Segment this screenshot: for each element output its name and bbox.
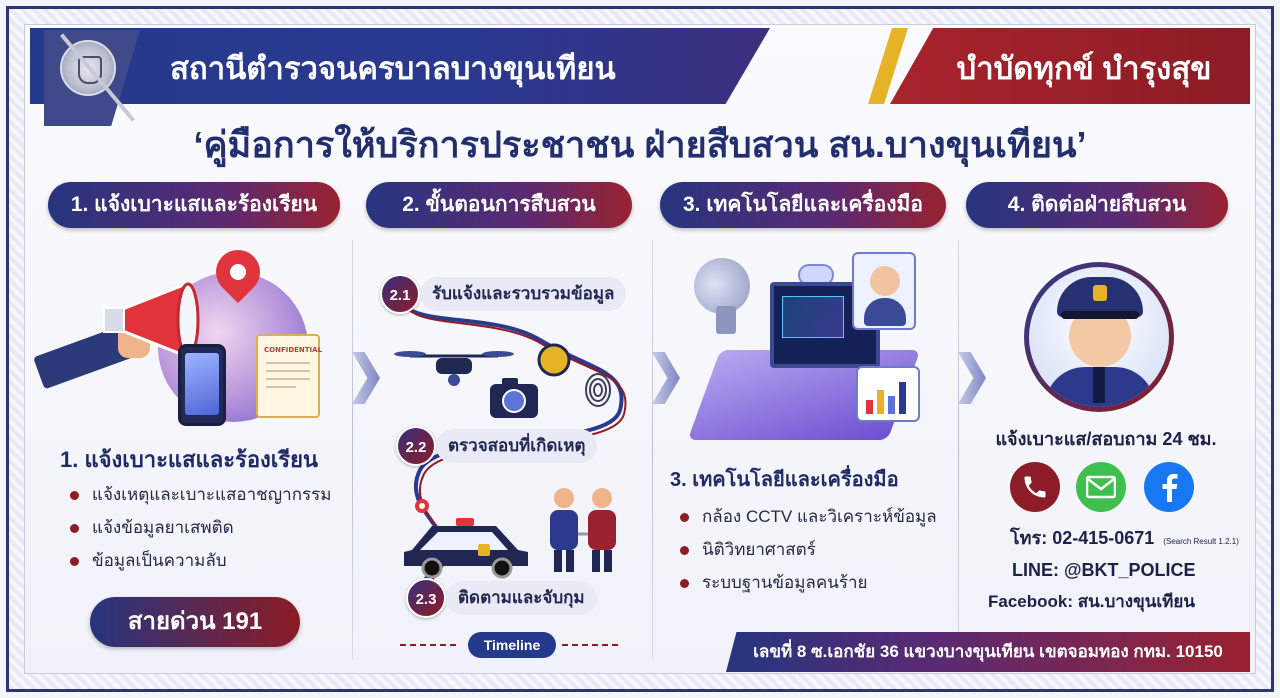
motto: บำบัดทุกข์ บำรุงสุข	[956, 51, 1212, 86]
officer-avatar	[1024, 262, 1174, 412]
analytics-chart-icon	[856, 366, 920, 422]
phone-note: (Search Result 1.2.1)	[1163, 537, 1239, 546]
list-item: นิติวิทยาศาสตร์	[680, 533, 937, 566]
address-bar: เลขที่ 8 ซ.เอกชัย 36 แขวงบางขุนเทียน เขต…	[726, 632, 1250, 672]
technology-heading: 3. เทคโนโลยีและเครื่องมือ	[670, 469, 899, 491]
phone-number: โทร: 02-415-0671 (Search Result 1.2.1)	[1010, 528, 1239, 548]
station-name: สถานีตำรวจนครบาลบางขุนเทียน	[170, 51, 616, 86]
police-car-icon	[404, 518, 528, 579]
report-illustration: CONFIDENTIAL	[33, 240, 340, 430]
technology-illustration	[680, 247, 940, 450]
timeline-dash	[562, 644, 622, 646]
section-pill-report: 1. แจ้งเบาะแสและร้องเรียน	[48, 182, 340, 228]
arrest-illustration	[550, 488, 616, 572]
section-pill-technology: 3. เทคโนโลยีและเครื่องมือ	[660, 182, 946, 228]
report-heading: 1. แจ้งเบาะแสและร้องเรียน	[60, 447, 319, 472]
section-pill-investigation: 2. ขั้นตอนการสืบสวน	[366, 182, 632, 228]
hours-text: แจ้งเบาะแส/สอบถาม 24 ชม.	[995, 429, 1217, 449]
investigation-timeline-path	[394, 293, 627, 615]
step-label: ติดตามและจับกุม	[446, 581, 597, 615]
step-label: รับแจ้งและรวบรวมข้อมูล	[420, 277, 627, 311]
drone-icon	[394, 351, 514, 386]
column-divider	[352, 240, 353, 660]
smartphone-icon	[178, 344, 226, 426]
list-item: ข้อมูลเป็นความลับ	[70, 544, 331, 577]
technology-bullet-list: กล้อง CCTV และวิเคราะห์ข้อมูล นิติวิทยาศ…	[680, 500, 937, 599]
step-label: ตรวจสอบที่เกิดเหตุ	[436, 429, 598, 463]
facebook-icon[interactable]	[1144, 462, 1194, 512]
list-item: กล้อง CCTV และวิเคราะห์ข้อมูล	[680, 500, 937, 533]
report-bullet-list: แจ้งเหตุและเบาะแสอาชญากรรม แจ้งข้อมูลยาเ…	[70, 478, 331, 577]
list-item: ระบบฐานข้อมูลคนร้าย	[680, 566, 937, 599]
column-divider	[652, 240, 653, 660]
header-red-band	[890, 28, 1250, 104]
step-number: 2.3	[406, 578, 446, 618]
list-item: แจ้งข้อมูลยาเสพติด	[70, 511, 331, 544]
section-pill-contact: 4. ติดต่อฝ่ายสืบสวน	[966, 182, 1228, 228]
fingerprint-icon	[585, 373, 611, 407]
location-pin-icon	[415, 499, 429, 513]
confidential-label: CONFIDENTIAL	[264, 346, 323, 354]
confidential-document-icon: CONFIDENTIAL	[256, 334, 323, 418]
line-id[interactable]: LINE: @BKT_POLICE	[1012, 560, 1196, 580]
phone-icon[interactable]	[1010, 462, 1060, 512]
page-title: ‘คู่มือการให้บริการประชาชน ฝ่ายสืบสวน สน…	[193, 124, 1087, 165]
timeline-dash	[400, 644, 460, 646]
camera-icon	[490, 378, 538, 418]
step-number: 2.1	[380, 274, 420, 314]
satellite-dish-stand	[716, 306, 736, 334]
step-number: 2.2	[396, 426, 436, 466]
timeline-badge: Timeline	[468, 632, 556, 658]
face-recognition-icon	[852, 252, 916, 330]
police-cap-icon	[1057, 277, 1143, 317]
badge-icon	[537, 343, 571, 377]
header-blue-band	[30, 28, 770, 104]
hotline-badge[interactable]: สายด่วน 191	[90, 597, 300, 647]
mail-icon[interactable]	[1076, 462, 1126, 512]
facebook-page[interactable]: Facebook: สน.บางขุนเทียน	[988, 592, 1195, 611]
column-divider	[958, 240, 959, 660]
header-band	[30, 28, 1250, 104]
list-item: แจ้งเหตุและเบาะแสอาชญากรรม	[70, 478, 331, 511]
